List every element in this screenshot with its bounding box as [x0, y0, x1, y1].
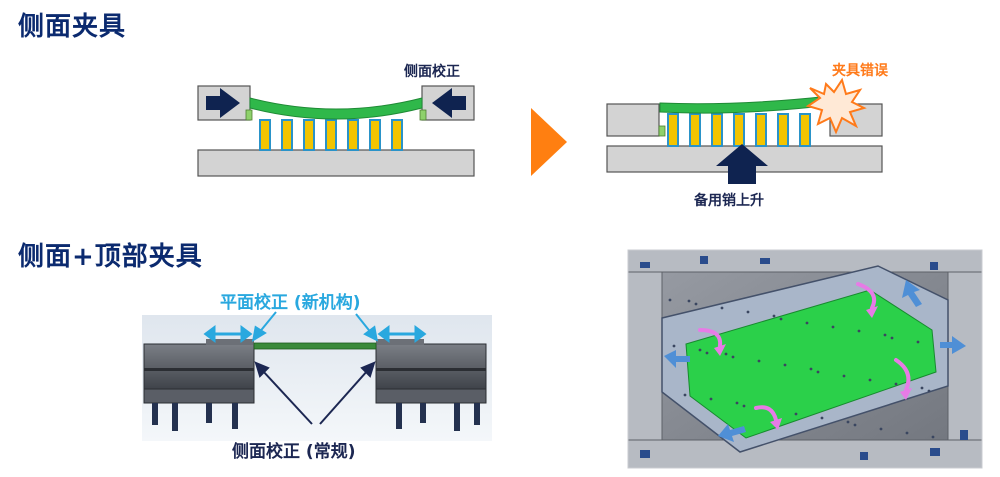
- support-pin: [799, 113, 811, 147]
- pin-up-arrow-icon: [716, 144, 768, 184]
- next-step-arrow-icon: [531, 108, 567, 176]
- section2-title: 侧面+顶部夹具: [18, 242, 203, 272]
- push-arrow-icon: [206, 88, 240, 118]
- support-pin: [259, 119, 271, 151]
- support-pin: [391, 119, 403, 151]
- support-pin: [347, 119, 359, 151]
- support-pin: [369, 119, 381, 151]
- support-pin: [689, 113, 701, 147]
- support-pin: [777, 113, 789, 147]
- support-pin: [303, 119, 315, 151]
- support-pin: [325, 119, 337, 151]
- clamp-error-label: 夹具错误: [832, 63, 888, 79]
- support-pin: [711, 113, 723, 147]
- pins: [667, 113, 811, 147]
- side-correction-conventional-label: 侧面校正 (常规): [232, 442, 356, 462]
- flat-correction-label: 平面校正 (新机构): [220, 293, 361, 313]
- support-pin: [755, 113, 767, 147]
- support-pin: [733, 113, 745, 147]
- push-arrow-icon: [432, 88, 466, 118]
- pins: [259, 119, 403, 151]
- backup-pin-label: 备用销上升: [694, 193, 764, 209]
- support-pin: [667, 113, 679, 147]
- side-correction-label: 侧面校正: [404, 64, 460, 80]
- section1-title: 侧面夹具: [18, 12, 127, 42]
- error-burst-icon: [805, 77, 867, 135]
- support-pin: [281, 119, 293, 151]
